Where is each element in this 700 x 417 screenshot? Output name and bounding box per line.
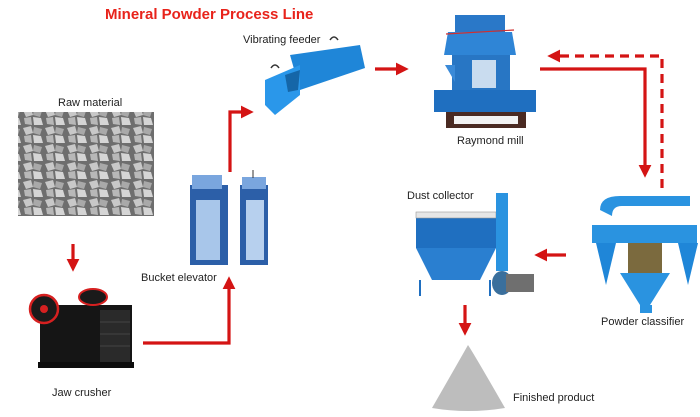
powder-pile-icon bbox=[432, 345, 505, 411]
label-raw-material: Raw material bbox=[58, 97, 123, 109]
label-powder-classifier: Powder classifier bbox=[601, 316, 685, 328]
label-finished-product: Finished product bbox=[513, 392, 595, 404]
vibrating-feeder-icon bbox=[265, 36, 365, 115]
dust-collector-icon bbox=[415, 193, 534, 296]
rock-pile-icon bbox=[18, 112, 154, 216]
arrow-mill-to-classifier bbox=[540, 67, 652, 178]
label-raymond-mill: Raymond mill bbox=[457, 135, 524, 147]
raw-material-stage bbox=[18, 112, 154, 216]
label-vibrating-feeder: Vibrating feeder bbox=[243, 34, 321, 46]
raymond-mill-icon bbox=[434, 15, 536, 128]
bucket-elevator-icon bbox=[190, 170, 268, 265]
arrow-crusher-to-elevator bbox=[143, 276, 236, 345]
label-dust-collector: Dust collector bbox=[407, 190, 474, 202]
jaw-crusher-icon bbox=[28, 288, 134, 368]
flow-arrows bbox=[66, 49, 664, 345]
arrow-elevator-to-feeder bbox=[228, 105, 254, 172]
label-bucket-elevator: Bucket elevator bbox=[141, 272, 217, 284]
label-jaw-crusher: Jaw crusher bbox=[52, 387, 112, 399]
powder-classifier-icon bbox=[592, 196, 698, 313]
diagram-title: Mineral Powder Process Line bbox=[105, 6, 314, 23]
